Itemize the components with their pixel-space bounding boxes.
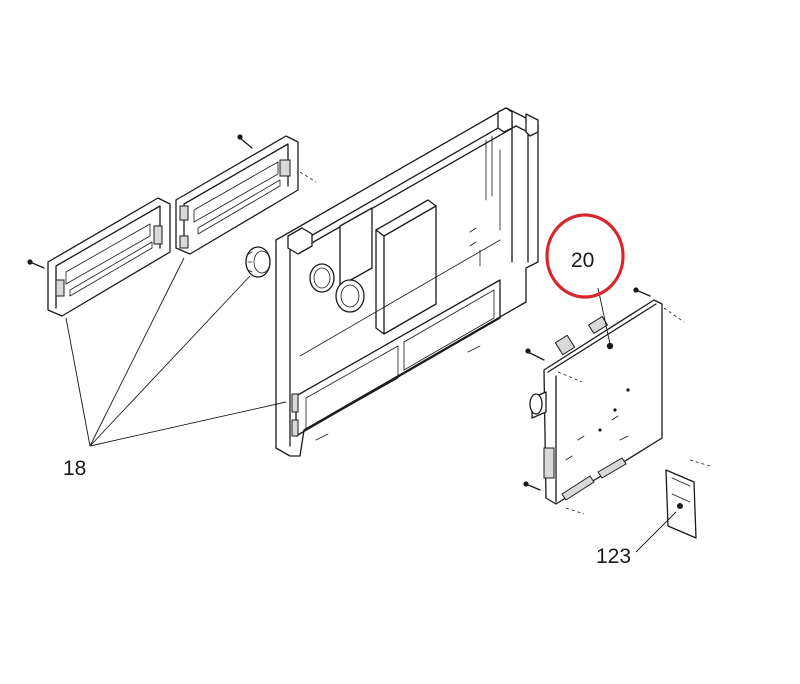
small-board-123: [665, 459, 711, 539]
leader-lines-18: [65, 257, 287, 447]
gear-knob: [245, 246, 271, 278]
callout-123: 123: [596, 545, 632, 568]
screws-board: [523, 287, 685, 515]
screw-left-bracket: [27, 259, 45, 269]
screw-top-bracket: [237, 134, 317, 183]
left-bracket-small: [47, 197, 171, 317]
leader-line-123: [635, 511, 677, 553]
callout-20: 20: [571, 249, 595, 272]
callout-18: 18: [63, 457, 87, 480]
circuit-board-20: [529, 299, 663, 505]
leader-line-20: [597, 287, 611, 345]
left-bracket-large: [175, 135, 299, 255]
main-rear-panel: [275, 107, 539, 457]
highlight-circle: [545, 213, 625, 299]
